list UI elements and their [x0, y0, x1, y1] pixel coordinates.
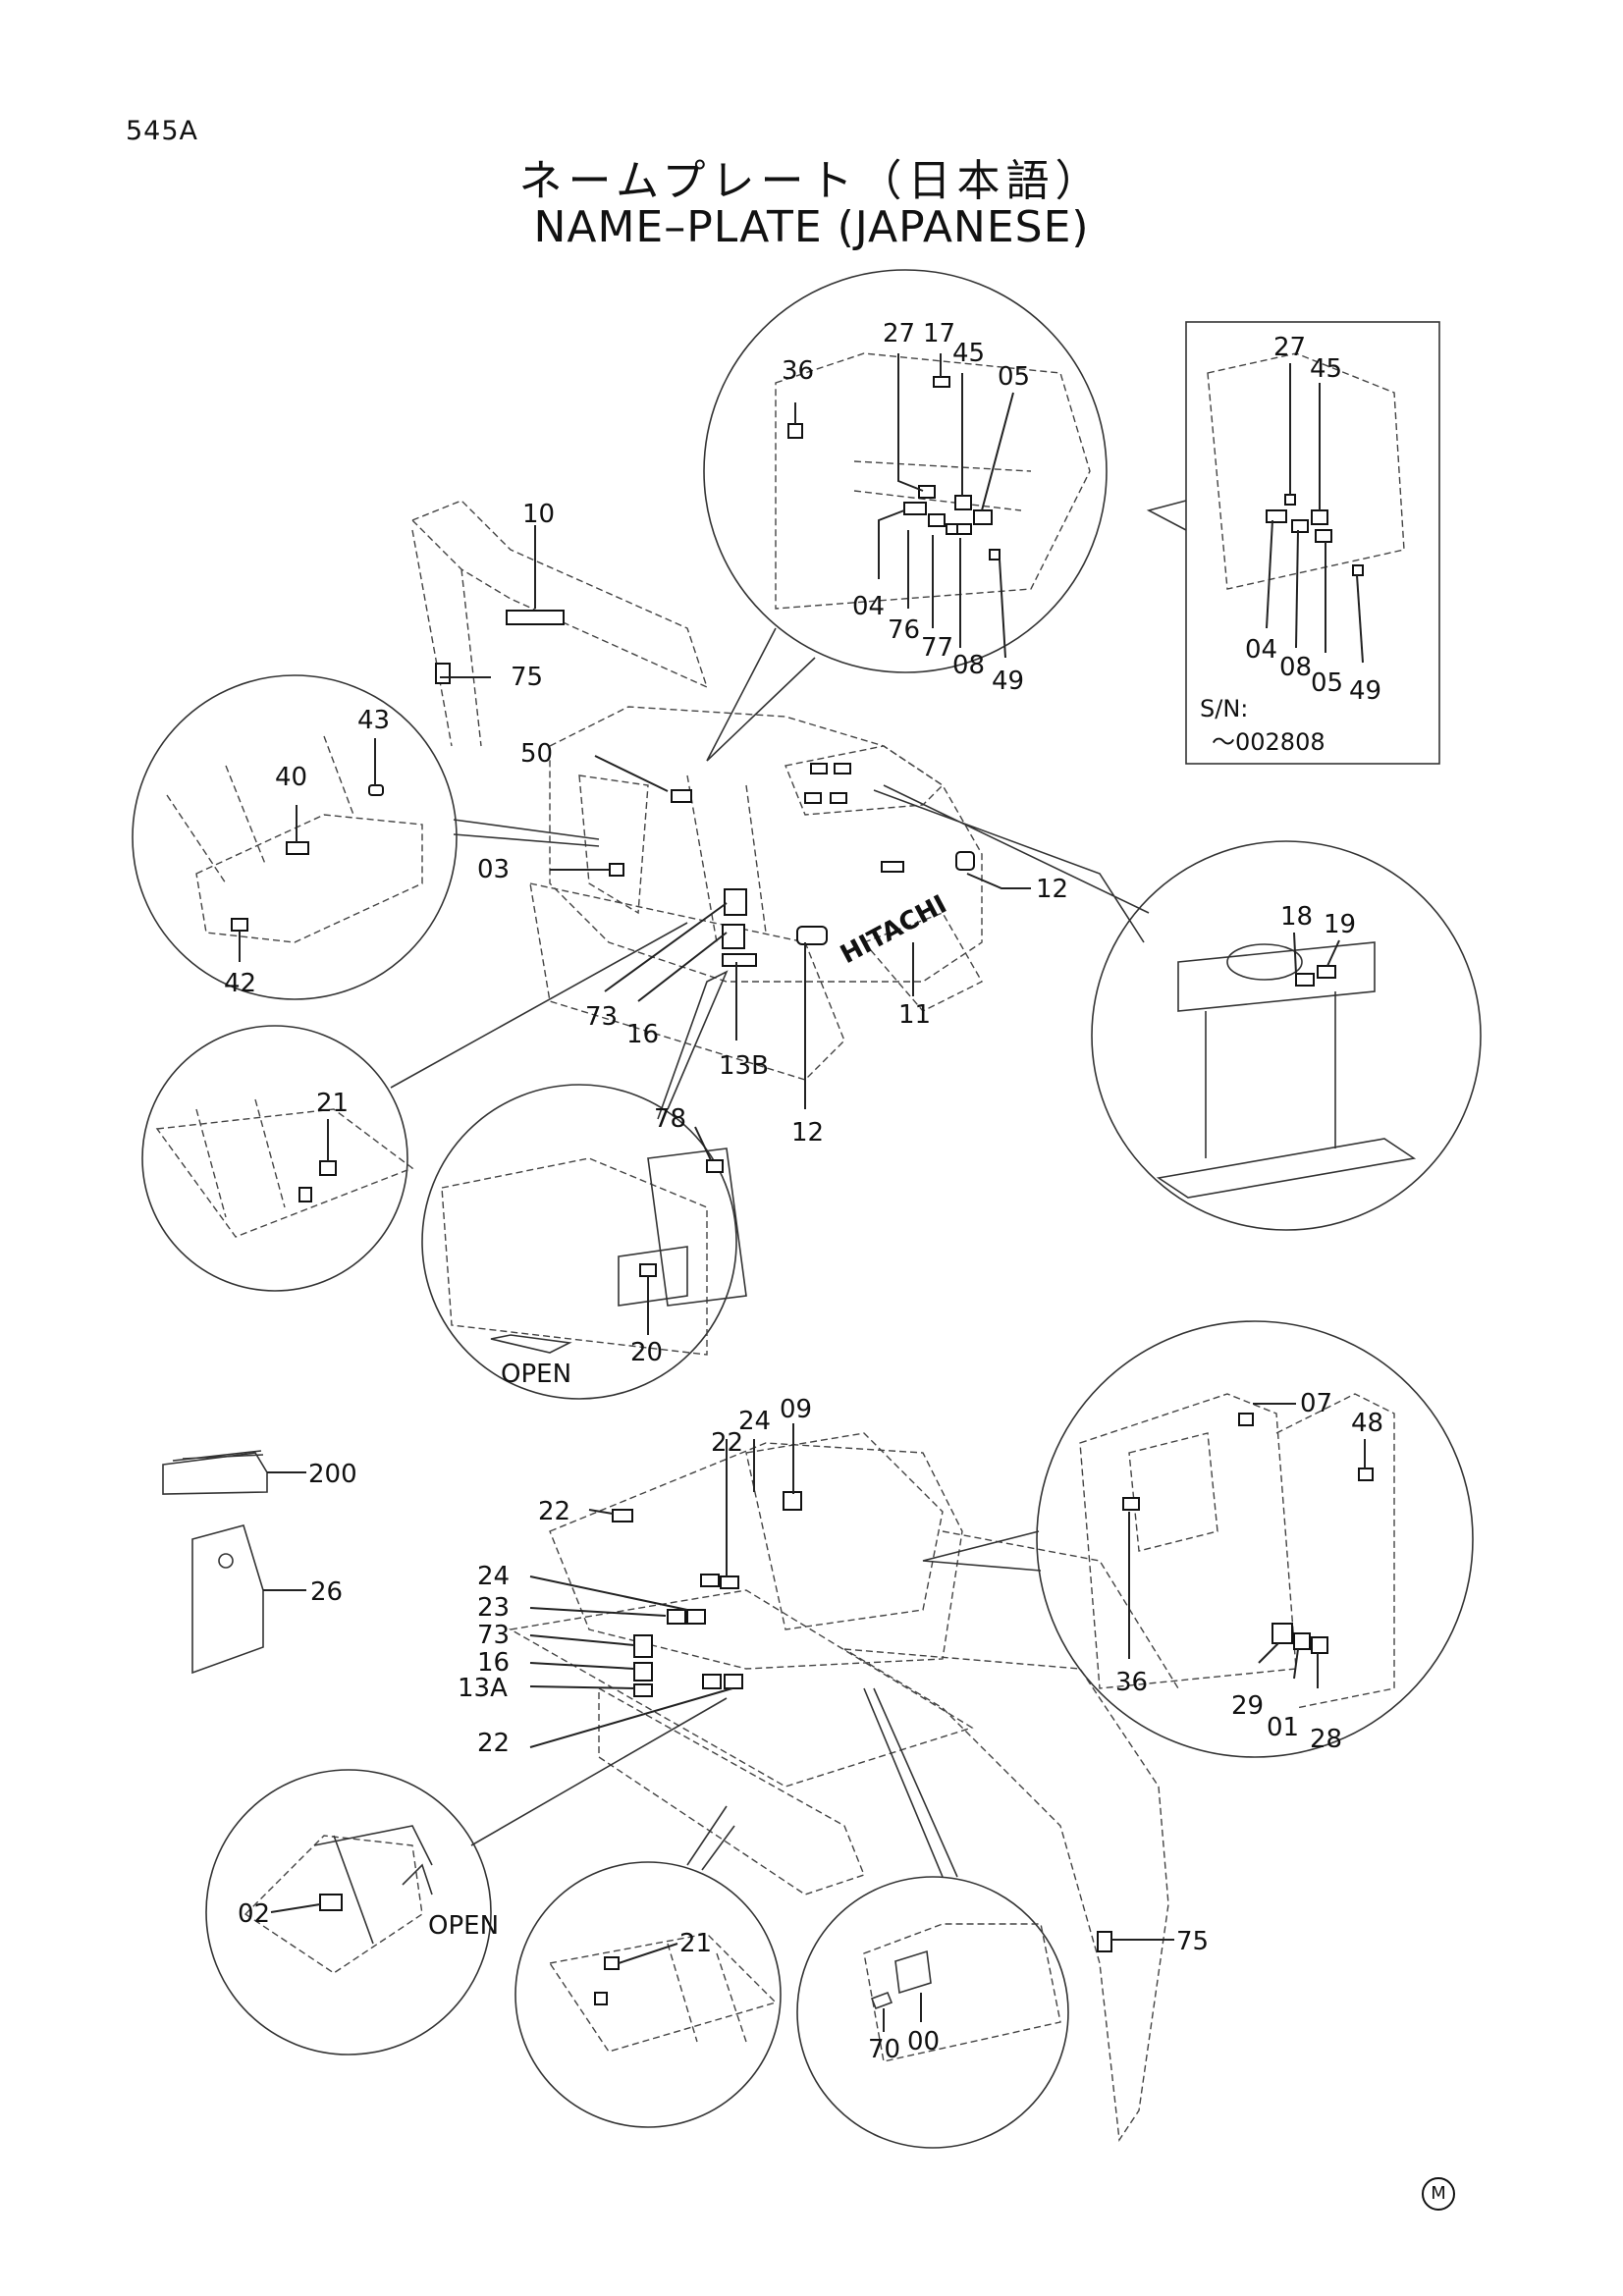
callout-40: 40 — [275, 763, 307, 792]
callout-21-lower: 21 — [679, 1929, 712, 1958]
callout-07: 07 — [1300, 1389, 1332, 1418]
callout-04: 04 — [852, 592, 885, 621]
callout-sn-45: 45 — [1310, 354, 1342, 384]
callout-17: 17 — [923, 319, 955, 348]
callout-sn-05: 05 — [1311, 668, 1343, 698]
callout-13b: 13B — [719, 1051, 769, 1081]
callout-27: 27 — [883, 319, 915, 348]
callout-26: 26 — [310, 1577, 343, 1607]
cover-detail-circle: 02 OPEN — [205, 1697, 728, 2056]
frame-detail-upper-circle: 21 — [141, 922, 688, 1292]
footer-mark: M — [1422, 2177, 1455, 2211]
callout-22-top: 22 — [711, 1428, 743, 1458]
serial-inset-box: 27 45 04 08 05 49 S/N: ～002808 — [1146, 321, 1440, 765]
loose-items: 200 26 — [162, 1450, 357, 1675]
callout-22-bottom: 22 — [477, 1729, 510, 1758]
callout-19: 19 — [1324, 910, 1356, 939]
serial-range: ～002808 — [1212, 728, 1325, 756]
compartment-detail-circle: 78 20 OPEN — [421, 970, 747, 1400]
callout-12-upper: 12 — [1036, 875, 1068, 904]
frame-detail-lower-circle: 21 — [514, 1805, 782, 2128]
callout-03: 03 — [477, 855, 510, 884]
hitachi-logo: HITACHI — [836, 889, 951, 970]
callout-20: 20 — [630, 1338, 663, 1367]
callout-75-lower: 75 — [1176, 1927, 1209, 1956]
callout-49: 49 — [992, 667, 1024, 696]
callout-77: 77 — [921, 633, 953, 663]
callout-36-lower: 36 — [1115, 1668, 1148, 1697]
callout-70: 70 — [868, 2035, 900, 2064]
serial-label: S/N: — [1200, 695, 1248, 722]
callout-01: 01 — [1267, 1713, 1299, 1742]
callout-sn-27: 27 — [1273, 333, 1306, 362]
callout-13a: 13A — [458, 1674, 508, 1703]
callout-73: 73 — [585, 1002, 618, 1032]
callout-09: 09 — [780, 1395, 812, 1424]
callout-48: 48 — [1351, 1409, 1383, 1438]
callout-73-lower: 73 — [477, 1621, 510, 1650]
callout-22-left: 22 — [538, 1497, 570, 1526]
upper-machine-drawing: HITACHI 10 75 50 03 73 16 13B 12 11 12 — [410, 500, 1068, 1148]
callout-21-upper: 21 — [316, 1089, 349, 1118]
callout-sn-08: 08 — [1279, 653, 1312, 682]
page-code: 545A — [126, 116, 199, 146]
callout-45: 45 — [952, 339, 985, 368]
callout-78: 78 — [654, 1104, 686, 1134]
callout-11: 11 — [898, 1000, 931, 1030]
callout-16-lower: 16 — [477, 1648, 510, 1678]
callout-12-lower: 12 — [791, 1118, 824, 1148]
callout-23: 23 — [477, 1593, 510, 1623]
callout-24-top: 24 — [738, 1407, 771, 1436]
callout-05: 05 — [998, 362, 1030, 392]
callout-76: 76 — [888, 615, 920, 645]
page-title-japanese: ネームプレート（日本語） — [518, 156, 1105, 206]
callout-sn-49: 49 — [1349, 676, 1381, 706]
page-title-english: NAME–PLATE (JAPANESE) — [533, 202, 1090, 252]
cab-detail-circle: 36 27 17 45 05 04 76 77 08 49 — [703, 269, 1108, 762]
callout-24-left: 24 — [477, 1562, 510, 1591]
callout-10: 10 — [522, 500, 555, 529]
callout-00: 00 — [907, 2027, 940, 2056]
callout-43: 43 — [357, 706, 390, 735]
cab-interior-detail-circle: 07 48 36 29 01 28 — [922, 1320, 1474, 1758]
open-label-upper: OPEN — [501, 1360, 571, 1389]
lever-detail-circle: 40 43 42 — [132, 674, 600, 1000]
callout-02: 02 — [238, 1899, 270, 1929]
serial-plate-detail-circle: 70 00 — [796, 1687, 1069, 2149]
callout-200: 200 — [308, 1460, 357, 1489]
callout-16: 16 — [626, 1020, 659, 1049]
callout-42: 42 — [224, 969, 256, 998]
callout-36: 36 — [782, 356, 814, 386]
callout-08: 08 — [952, 651, 985, 680]
open-label-lower: OPEN — [428, 1911, 499, 1941]
callout-28: 28 — [1310, 1725, 1342, 1754]
callout-18: 18 — [1280, 902, 1313, 932]
callout-75: 75 — [511, 663, 543, 692]
callout-sn-04: 04 — [1245, 635, 1277, 665]
radiator-detail-circle: 18 19 — [873, 784, 1482, 1231]
lower-machine-drawing: 22 24 09 22 24 23 73 16 13A 22 75 — [458, 1395, 1209, 2142]
callout-29: 29 — [1231, 1691, 1264, 1721]
callout-50: 50 — [520, 739, 553, 769]
